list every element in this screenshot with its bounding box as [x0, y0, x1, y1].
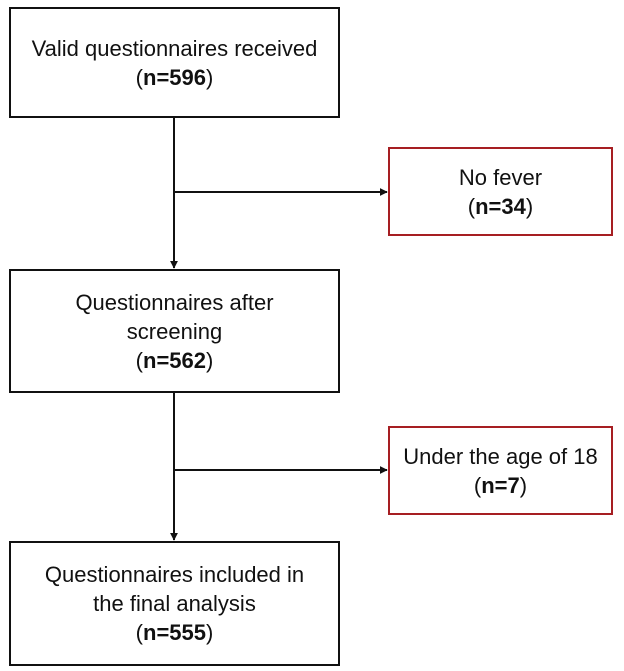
under-18-count: n=7: [481, 472, 520, 498]
under-18-count-group: (n=7): [473, 472, 528, 498]
final-analysis-count-group: (n=555): [135, 620, 214, 645]
under-18-exclusion-box: Under the age of 18 (n=7): [388, 426, 613, 515]
final-analysis-count: n=555: [143, 620, 206, 645]
received-questionnaires-box: Valid questionnaires received (n=596): [9, 7, 340, 118]
received-questionnaires-count: n=596: [143, 64, 206, 90]
no-fever-count-group: (n=34): [467, 193, 534, 219]
final-analysis-label-line-1: Questionnaires included in: [44, 562, 305, 587]
after-screening-label-line-2: screening: [126, 318, 223, 344]
final-analysis-label-line-2: the final analysis: [93, 591, 256, 616]
final-analysis-box: Questionnaires included in the final ana…: [9, 541, 340, 666]
no-fever-exclusion-box: No fever (n=34): [388, 147, 613, 236]
after-screening-count: n=562: [143, 347, 206, 373]
after-screening-box: Questionnaires after screening (n=562): [9, 269, 340, 393]
no-fever-count: n=34: [475, 193, 526, 219]
after-screening-label-line-1: Questionnaires after: [75, 289, 274, 315]
received-questionnaires-count-group: (n=596): [135, 64, 214, 90]
received-questionnaires-label: Valid questionnaires received: [31, 35, 318, 61]
no-fever-label: No fever: [458, 164, 543, 190]
after-screening-count-group: (n=562): [135, 347, 214, 373]
under-18-label: Under the age of 18: [403, 443, 598, 469]
